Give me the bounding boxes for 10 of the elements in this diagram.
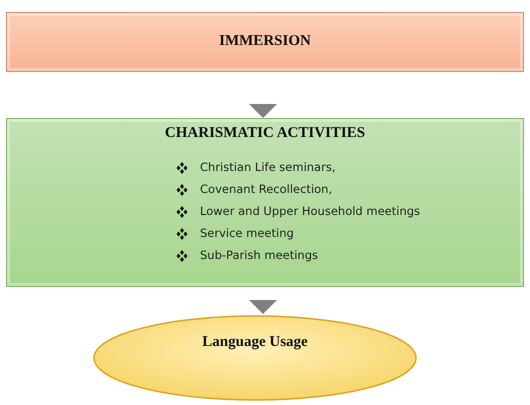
heading: IMMERSION [218,33,312,50]
list-item: Lower and Upper Household meetings [200,204,420,218]
activities-box [6,118,524,287]
heading: Language Usage [201,334,309,351]
list-item: Service meeting [200,226,294,240]
heading: CHARISMATIC ACTIVITIES [164,125,366,142]
stage-box [6,12,524,72]
list-item: Christian Life seminars, [200,160,336,174]
list-item: Covenant Recollection, [200,182,332,196]
list-item: Sub-Parish meetings [200,248,318,262]
